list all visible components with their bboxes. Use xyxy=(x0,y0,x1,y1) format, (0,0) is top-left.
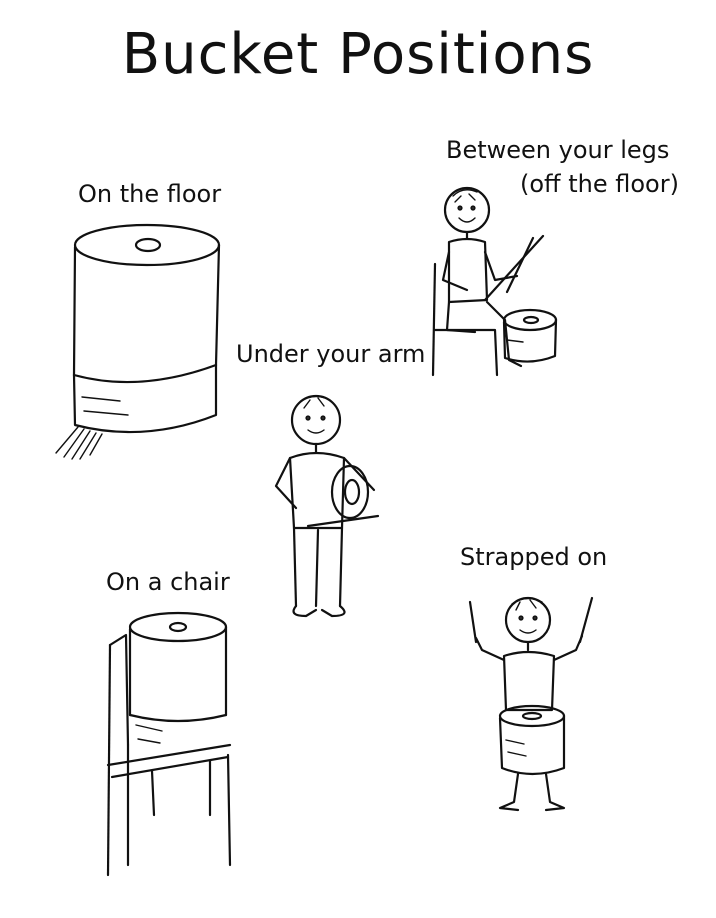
label-on-a-chair: On a chair xyxy=(106,568,230,596)
strapped-on-illustration xyxy=(468,596,594,812)
bucket-on-floor-illustration xyxy=(55,223,221,460)
label-under-your-arm: Under your arm xyxy=(236,340,426,368)
bucket-on-chair-illustration xyxy=(106,611,232,877)
label-strapped-on: Strapped on xyxy=(460,543,608,571)
under-arm-illustration xyxy=(274,394,380,618)
between-legs-illustration xyxy=(431,186,558,377)
label-off-the-floor: (off the floor) xyxy=(520,170,679,198)
label-between-your-legs: Between your legs xyxy=(446,136,670,164)
label-on-the-floor: On the floor xyxy=(78,180,222,208)
page-title: Bucket Positions xyxy=(121,22,595,87)
